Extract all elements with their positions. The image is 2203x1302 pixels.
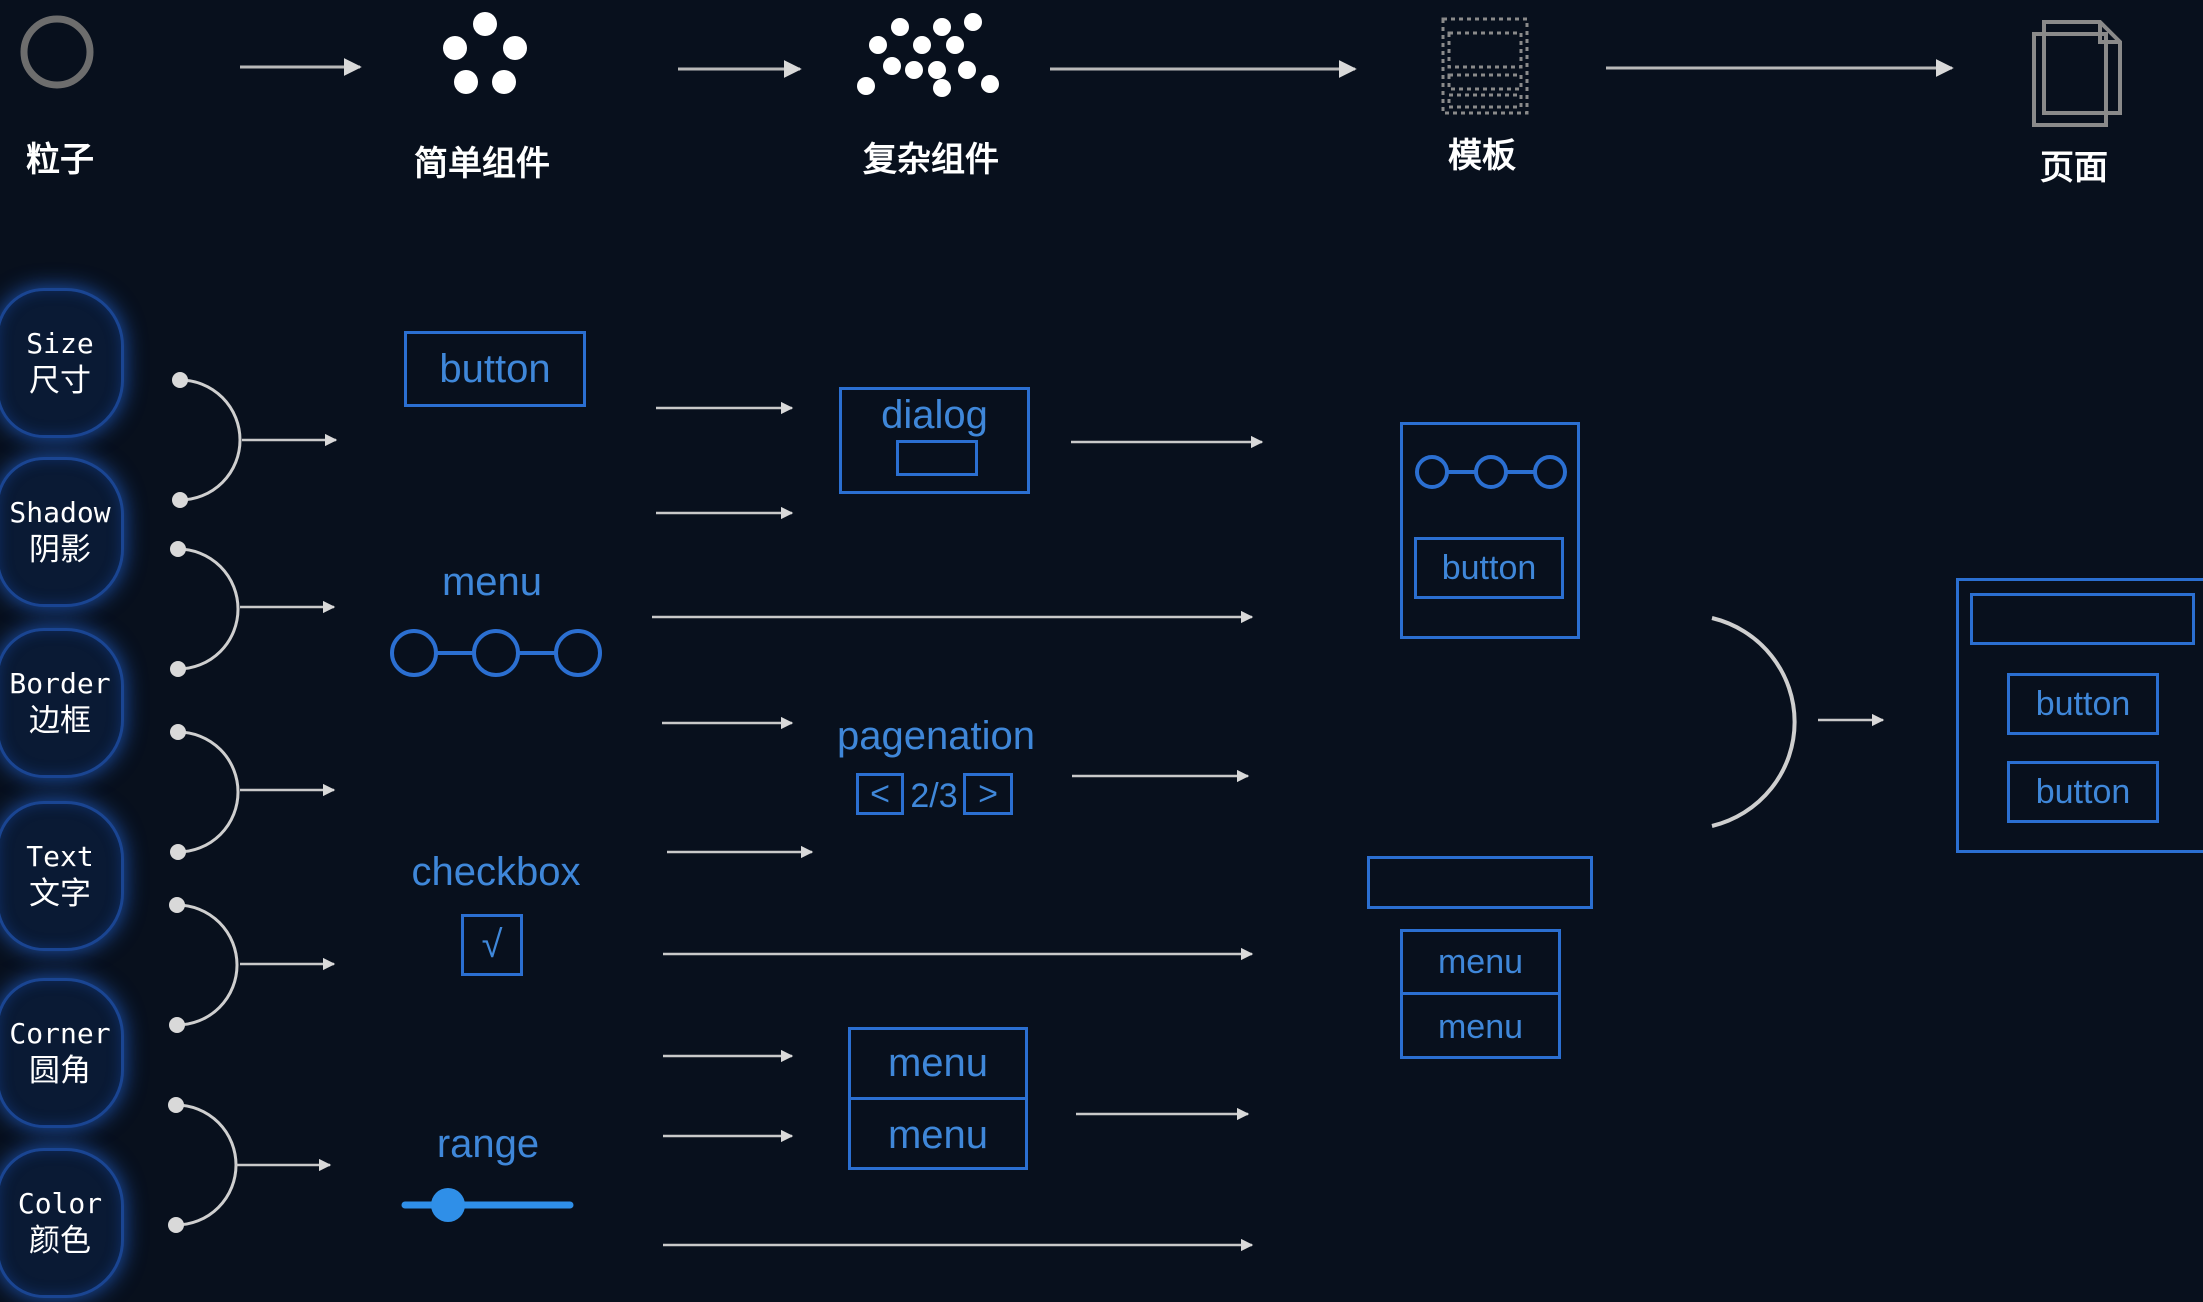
template-menu: menu menu xyxy=(1400,929,1561,1059)
atom-border: Border 边框 xyxy=(0,628,124,778)
atom-en-label: Color xyxy=(17,1187,103,1220)
atom-zh-label: 圆角 xyxy=(29,1053,91,1089)
atom-zh-label: 颜色 xyxy=(29,1223,91,1259)
complex-menu: menu menu xyxy=(848,1027,1028,1170)
atom-en-label: Size xyxy=(26,327,94,360)
stage-label-simple: 简单组件 xyxy=(414,144,550,184)
template-menu-item[interactable]: menu xyxy=(1437,1007,1524,1046)
atom-connectors xyxy=(175,378,242,1227)
template-menu-item[interactable]: menu xyxy=(1403,932,1558,995)
template-page-connector xyxy=(1711,616,1885,828)
pagination-next-button[interactable]: > xyxy=(963,773,1013,815)
stage-arrows xyxy=(240,58,1954,78)
atom-connector-dots xyxy=(168,372,188,1233)
complex-menu-item[interactable]: menu xyxy=(851,1030,1025,1100)
stage-label-particle: 粒子 xyxy=(26,140,94,180)
atom-shadow: Shadow 阴影 xyxy=(0,457,124,607)
simple-range-label: range xyxy=(436,1122,540,1166)
component-arrows xyxy=(652,401,1264,1252)
atom-corner: Corner 圆角 xyxy=(0,978,124,1128)
template-icon xyxy=(1441,17,1529,115)
atom-zh-label: 文字 xyxy=(29,876,91,912)
particle-icon xyxy=(20,15,94,89)
stage-label-page: 页面 xyxy=(2040,148,2108,188)
page-header-bar xyxy=(1970,593,2195,645)
range-slider[interactable] xyxy=(401,1188,574,1222)
page-button[interactable]: button xyxy=(2007,673,2159,735)
complex-component-icon xyxy=(857,13,999,97)
menu-dots-template xyxy=(1415,455,1567,489)
template-button[interactable]: button xyxy=(1414,537,1564,599)
complex-pagination-label: pagenation xyxy=(837,714,1035,758)
atom-arrows xyxy=(236,433,338,1172)
stage-label-template: 模板 xyxy=(1448,136,1516,176)
atom-zh-label: 尺寸 xyxy=(29,363,91,399)
atom-color: Color 颜色 xyxy=(0,1148,124,1298)
complex-dialog[interactable]: dialog xyxy=(839,387,1030,494)
complex-menu-item[interactable]: menu xyxy=(887,1112,989,1157)
simple-component-icon xyxy=(443,12,527,94)
template-header-bar xyxy=(1367,856,1593,909)
page-icon xyxy=(2032,20,2122,127)
simple-menu-label: menu xyxy=(441,560,543,604)
template-card: button xyxy=(1400,422,1580,639)
atom-en-label: Text xyxy=(26,840,94,873)
atom-size: Size 尺寸 xyxy=(0,288,124,438)
atom-en-label: Border xyxy=(9,667,111,700)
pagination-prev-button[interactable]: < xyxy=(856,773,904,815)
page-button[interactable]: button xyxy=(2007,761,2159,823)
pagination-page-indicator: 2/3 xyxy=(910,776,958,815)
atom-en-label: Corner xyxy=(9,1017,111,1050)
page-frame: button button xyxy=(1956,578,2203,853)
simple-checkbox[interactable]: √ xyxy=(461,914,523,976)
simple-checkbox-label: checkbox xyxy=(411,850,581,894)
atom-en-label: Shadow xyxy=(9,496,111,529)
atom-zh-label: 边框 xyxy=(29,703,91,739)
simple-button[interactable]: button xyxy=(404,331,586,407)
atom-zh-label: 阴影 xyxy=(29,532,91,568)
dialog-title: dialog xyxy=(881,392,988,437)
atom-text: Text 文字 xyxy=(0,801,124,951)
stage-label-complex: 复杂组件 xyxy=(863,140,999,180)
menu-dots-simple xyxy=(390,629,602,677)
dialog-inner-button[interactable] xyxy=(896,440,978,476)
